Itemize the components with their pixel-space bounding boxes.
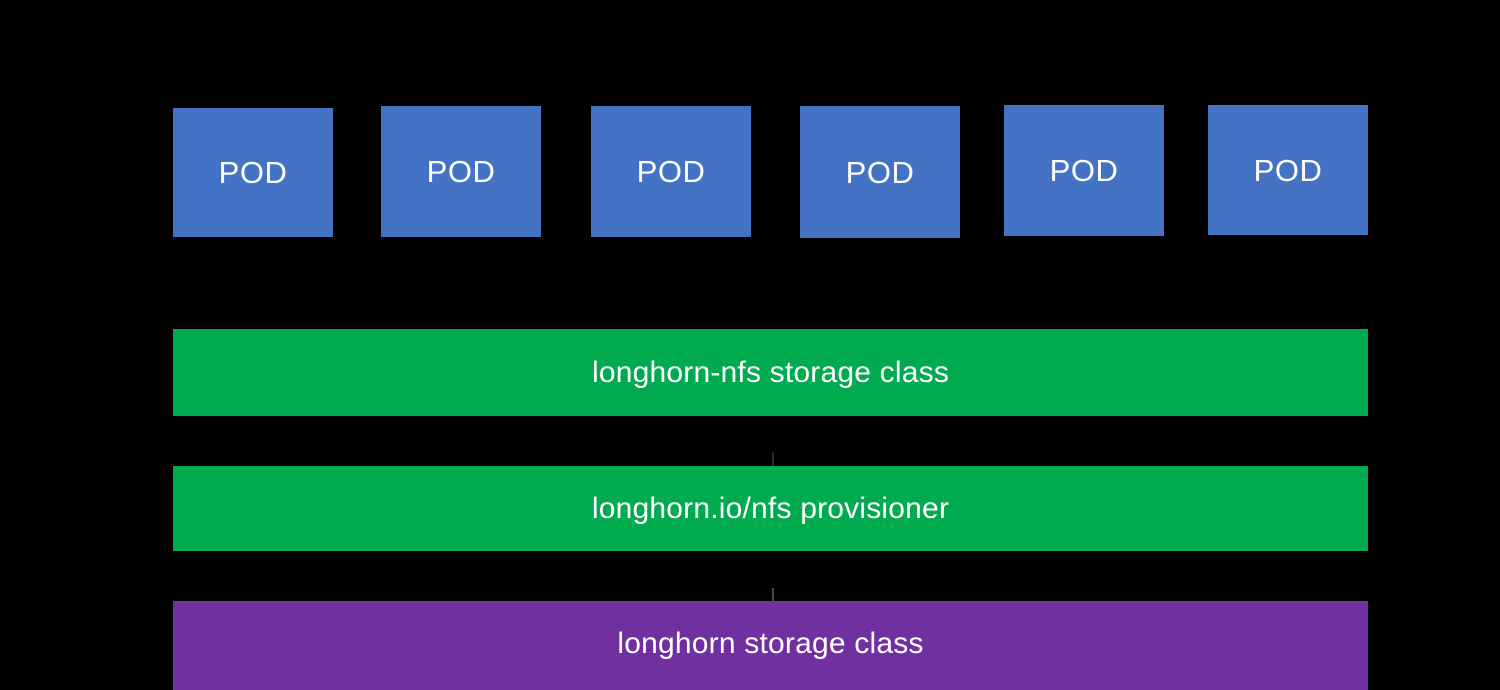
pod-box-6[interactable]: POD xyxy=(1208,105,1368,235)
pod-box-4[interactable]: POD xyxy=(800,106,960,238)
layer-bar-label: longhorn storage class xyxy=(617,626,924,660)
pod-box-2[interactable]: POD xyxy=(381,106,541,237)
pod-box-1[interactable]: POD xyxy=(173,108,333,237)
pod-label: POD xyxy=(845,154,915,190)
pod-box-3[interactable]: POD xyxy=(591,106,751,237)
pod-label: POD xyxy=(1253,152,1323,188)
layer-bar-longhorn-nfs-storage-class[interactable]: longhorn-nfs storage class xyxy=(173,329,1368,416)
connector-provisioner-to-longhorn-class-icon xyxy=(772,588,774,601)
pod-box-5[interactable]: POD xyxy=(1004,105,1164,236)
pod-label: POD xyxy=(426,154,496,189)
pod-label: POD xyxy=(636,154,706,189)
pod-label: POD xyxy=(1049,153,1119,188)
layer-bar-label: longhorn-nfs storage class xyxy=(591,355,950,389)
layer-bar-label: longhorn.io/nfs provisioner xyxy=(591,491,950,525)
layer-bar-longhorn-storage-class[interactable]: longhorn storage class xyxy=(173,601,1368,690)
connector-nfs-class-to-provisioner-icon xyxy=(772,452,774,466)
layer-bar-longhorn-io-nfs-provisioner[interactable]: longhorn.io/nfs provisioner xyxy=(173,466,1368,551)
pod-label: POD xyxy=(218,155,288,190)
